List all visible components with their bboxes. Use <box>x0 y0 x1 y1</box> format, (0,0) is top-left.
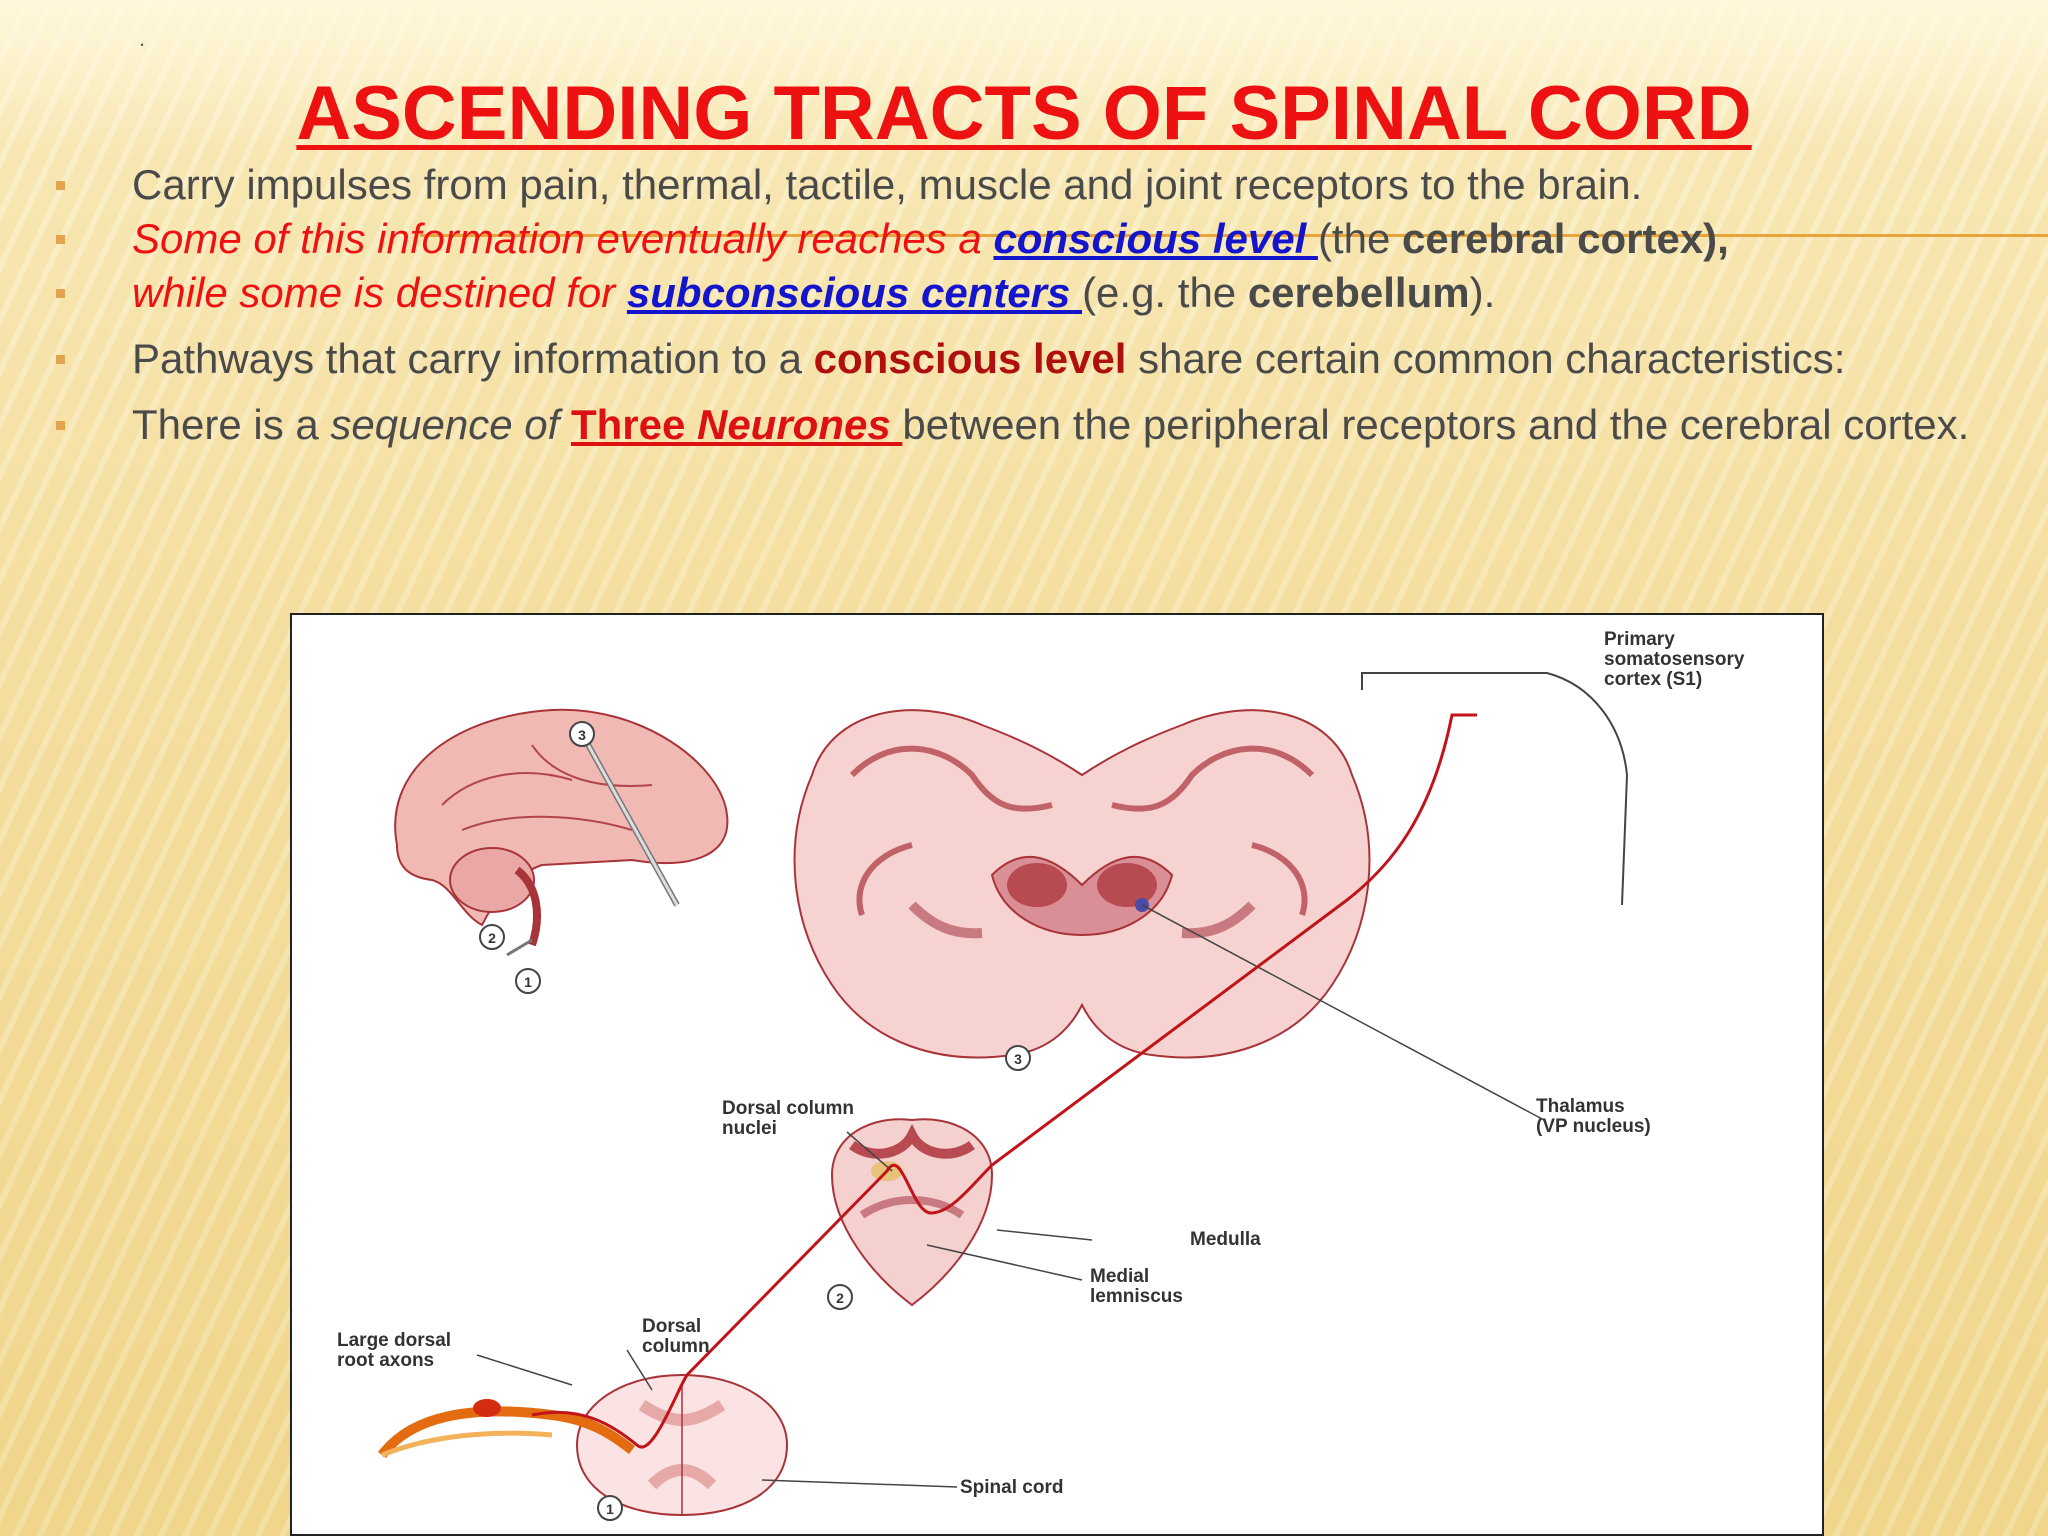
bullet-bold-text: cerebellum <box>1247 269 1470 316</box>
svg-text:1: 1 <box>606 1501 614 1517</box>
bullet-2: Some of this information eventually reac… <box>56 212 1992 266</box>
bullet-bold-text: cerebral cortex), <box>1401 215 1729 262</box>
subconscious-centers-link[interactable]: subconscious centers <box>626 269 1083 316</box>
marker-cord-1: 1 <box>597 1495 623 1521</box>
pathway-diagram: 3 2 1 3 <box>337 629 1745 1521</box>
label-thalamus: Thalamus(VP nucleus) <box>1536 1096 1651 1137</box>
sagittal-brain-illustration <box>394 708 729 957</box>
bullet-text: Carry impulses from pain, thermal, tacti… <box>132 161 1643 208</box>
svg-text:3: 3 <box>578 727 586 743</box>
bullet-text: ). <box>1469 269 1496 316</box>
bullet-text: share certain common characteristics: <box>1126 335 1846 382</box>
bullet-text: Pathways that carry information to a <box>132 335 814 382</box>
marker-brain-2: 2 <box>479 924 505 950</box>
medulla-section <box>830 1118 994 1307</box>
bullet-marker <box>56 235 65 244</box>
three-neurones-text: Neurones <box>696 401 903 448</box>
root-axons-leader <box>476 1354 573 1386</box>
spinal-cord-leader <box>761 1479 958 1488</box>
bullet-3: while some is destined for subconscious … <box>56 266 1992 320</box>
dorsal-column-leader <box>626 1349 653 1391</box>
bullet-text: between the peripheral receptors and the… <box>902 401 1970 448</box>
marker-medulla-2: 2 <box>827 1284 853 1310</box>
conscious-level-link[interactable]: conscious level <box>993 215 1318 262</box>
tract-pathway <box>531 713 1477 1449</box>
slide-title: ASCENDING TRACTS OF SPINAL CORD <box>296 71 1752 156</box>
bullet-text: Some of this information eventually reac… <box>132 215 994 262</box>
marker-brain-1: 1 <box>515 968 541 994</box>
bullet-marker <box>56 355 65 364</box>
bullet-4: Pathways that carry information to a con… <box>56 332 1992 386</box>
bullet-marker <box>56 181 65 190</box>
background-glow <box>0 0 2048 150</box>
decorative-line <box>420 234 2048 237</box>
bullet-text: There is a <box>132 401 331 448</box>
marker-coronal-3: 3 <box>1005 1045 1031 1071</box>
nuclei-leader <box>846 1131 893 1172</box>
bullet-marker <box>56 289 65 298</box>
bullet-bold-text: conscious level <box>813 335 1127 382</box>
medulla-leader <box>996 1229 1093 1241</box>
bullet-text: (the <box>1317 215 1402 262</box>
marker-brain-3: 3 <box>569 721 595 747</box>
svg-text:2: 2 <box>488 930 496 946</box>
bullet-5: There is a sequence of Three Neurones be… <box>56 398 1992 452</box>
bullet-text: while some is destined for <box>132 269 627 316</box>
svg-text:2: 2 <box>836 1290 844 1306</box>
svg-text:3: 3 <box>1014 1051 1022 1067</box>
three-neurones-text: Three <box>570 401 697 448</box>
bullet-italic-text: sequence of <box>330 401 571 448</box>
svg-text:1: 1 <box>524 974 532 990</box>
label-spinal-cord: Spinal cord <box>960 1477 1063 1498</box>
bullet-text: (e.g. the <box>1082 269 1248 316</box>
spinal-cord-section <box>378 1373 789 1517</box>
lemniscus-leader <box>926 1244 1083 1281</box>
s1-bracket <box>1361 672 1629 906</box>
thalamus-leader <box>1141 904 1545 1121</box>
corner-mark: . <box>139 26 146 51</box>
bullet-marker <box>56 421 65 430</box>
label-medulla: Medulla <box>1190 1229 1261 1250</box>
bullet-1: Carry impulses from pain, thermal, tacti… <box>56 158 1992 212</box>
anatomy-figure: 3 2 1 3 <box>290 613 1824 1536</box>
coronal-brain-section <box>793 709 1371 1059</box>
